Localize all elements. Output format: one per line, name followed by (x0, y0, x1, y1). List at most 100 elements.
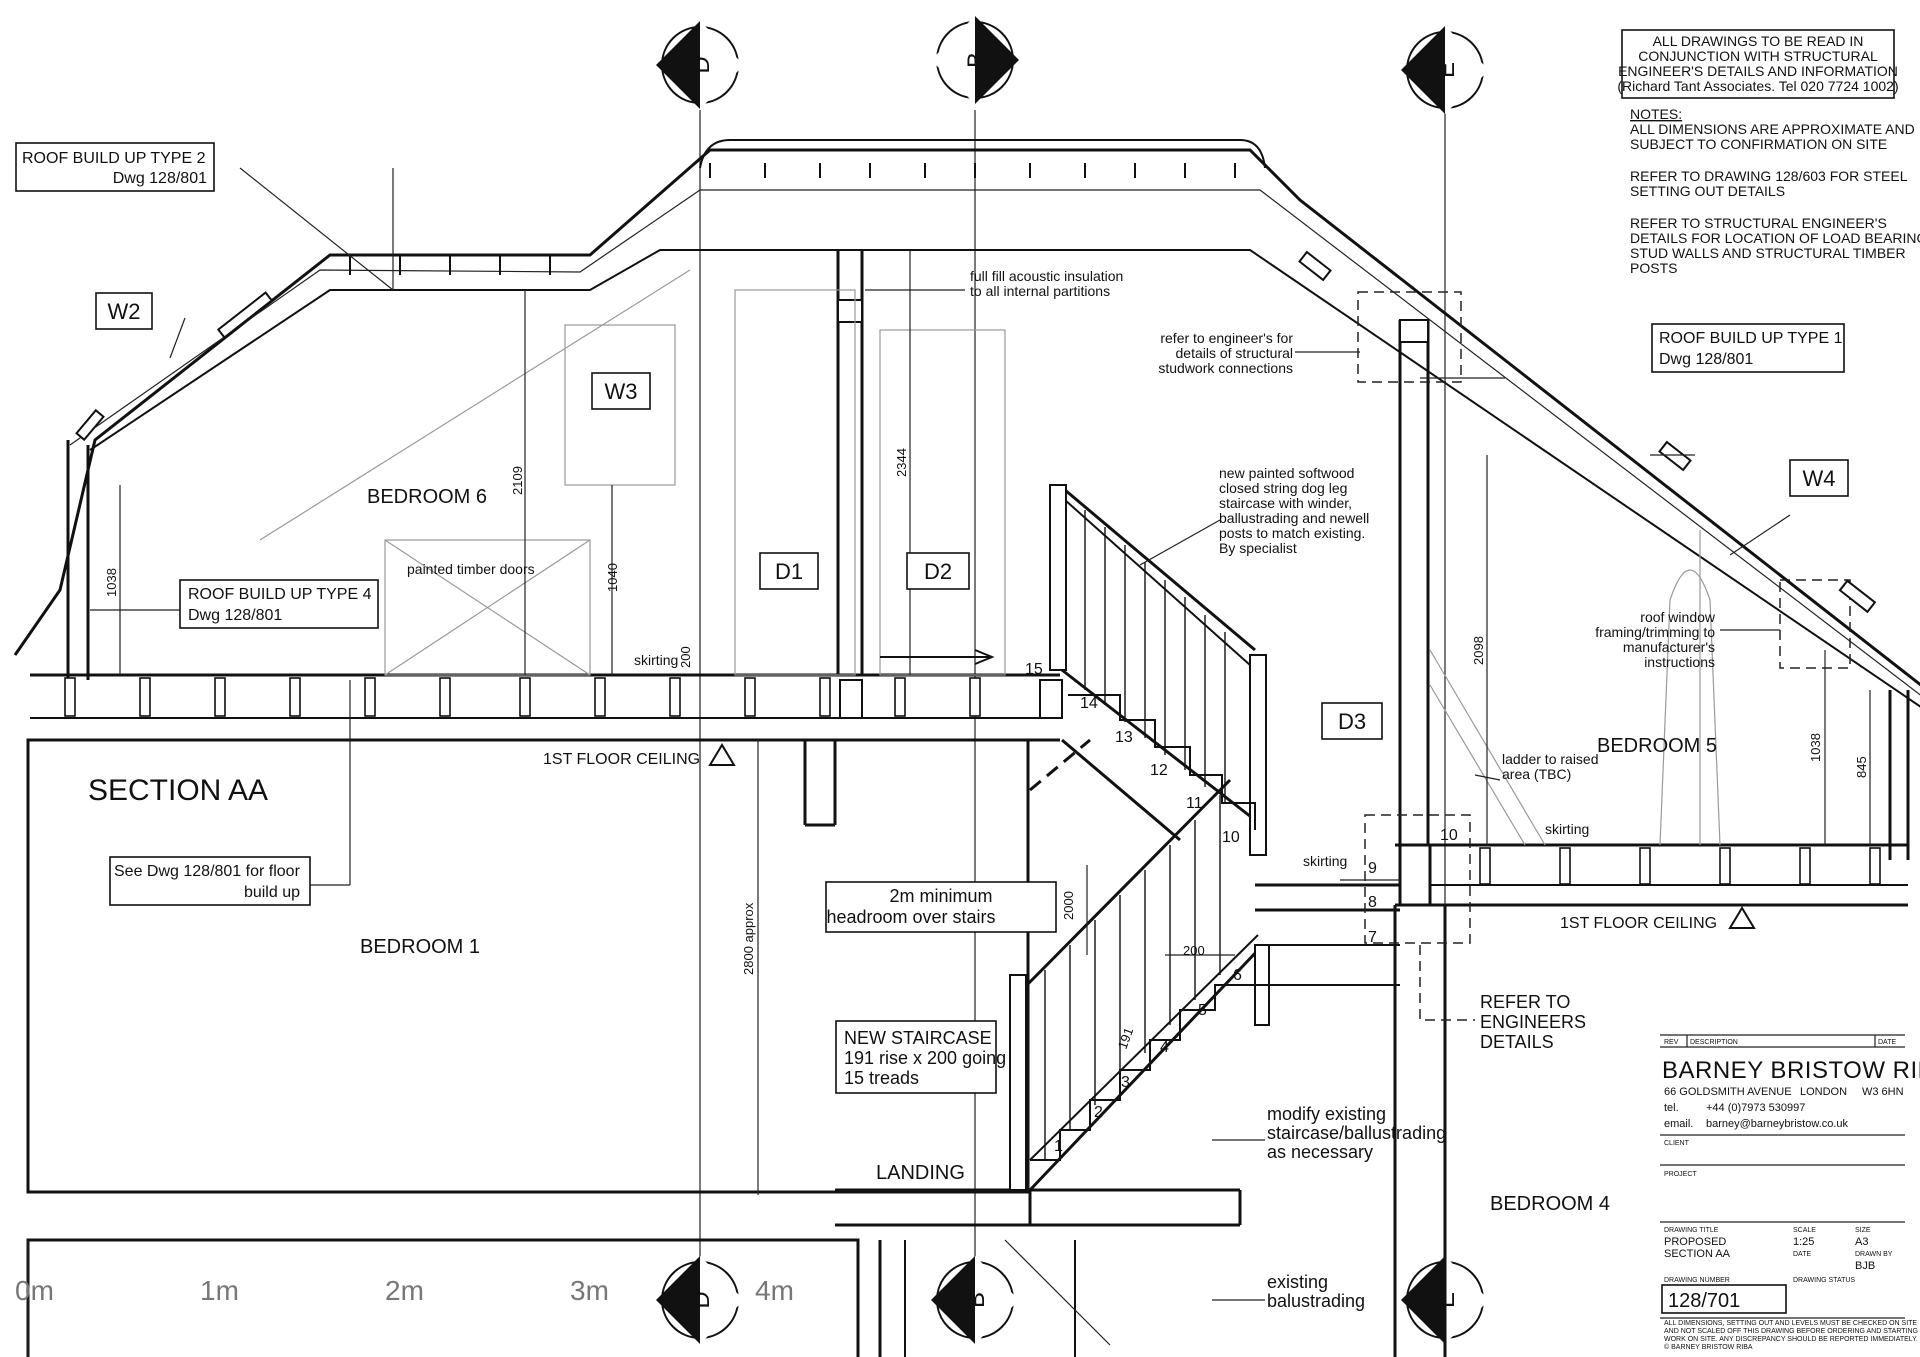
step-number: 3 (1121, 1074, 1130, 1091)
title-block-date-col: DATE (1878, 1039, 1896, 1046)
step-numbers: 15 14 13 12 11 10 10 9 8 7 6 5 4 3 2 1 (1025, 661, 1458, 1155)
note-line: as necessary (1267, 1142, 1373, 1162)
note-line: balustrading (1267, 1291, 1365, 1311)
callout-line: Dwg 128/801 (113, 170, 207, 187)
step-number: 7 (1368, 929, 1377, 946)
scale-value: 1:25 (1793, 1236, 1814, 1248)
dimension-200-skirting: 200 (678, 646, 693, 668)
grid-marker-label: D (688, 1291, 715, 1308)
note-line: manufacturer's (1623, 639, 1715, 655)
note-ladder: ladder to raised area (TBC) (1502, 751, 1599, 782)
drawn-label: DRAWN BY (1855, 1251, 1893, 1258)
note-existing-balustrading: existing balustrading (1267, 1272, 1365, 1311)
drawing-title-label: DRAWING TITLE (1664, 1227, 1719, 1234)
scale-bar: 0m 1m 2m 3m 4m (15, 1240, 794, 1357)
step-number: 5 (1198, 1002, 1207, 1019)
grid-marker-bottom-b: B (931, 1256, 1019, 1344)
drawn-value: BJB (1855, 1260, 1875, 1272)
tag-label: W4 (1803, 466, 1836, 491)
dimension-845: 845 (1854, 756, 1869, 778)
tag-w3: W3 (591, 372, 651, 410)
drawing-status-label: DRAWING STATUS (1793, 1277, 1855, 1284)
staircase (1009, 484, 1400, 1192)
dimension-2344: 2344 (894, 448, 909, 477)
tag-d2: D2 (906, 552, 970, 590)
title-block: REV DESCRIPTION DATE BARNEY BRISTOW RIBA… (1660, 1034, 1920, 1351)
note-studwork: refer to engineer's for details of struc… (1158, 330, 1293, 376)
grid-marker-bottom-d: D (656, 1256, 744, 1344)
callout-floor-buildup: See Dwg 128/801 for floor build up (109, 856, 311, 906)
note-modify: modify existing staircase/ballustrading … (1267, 1104, 1446, 1162)
note-line: instructions (1644, 654, 1715, 670)
grid-marker-top-e: E (1401, 26, 1489, 114)
callout-line: See Dwg 128/801 for floor (114, 863, 301, 880)
notes-line: REFER TO DRAWING 128/603 FOR STEEL (1630, 168, 1908, 184)
title-block-rev: REV (1664, 1039, 1679, 1046)
note-acoustic: full fill acoustic insulation to all int… (970, 268, 1123, 299)
size-value: A3 (1855, 1236, 1868, 1248)
drawing-number-label: DRAWING NUMBER (1664, 1277, 1730, 1284)
step-number: 8 (1368, 894, 1377, 911)
disclaimer-line: AND NOT SCALED OFF THIS DRAWING BEFORE O… (1664, 1328, 1918, 1335)
tag-label: W2 (108, 299, 141, 324)
size-label: SIZE (1855, 1227, 1871, 1234)
tag-w4: W4 (1789, 459, 1849, 497)
note-line: posts to match existing. (1219, 525, 1365, 541)
step-number: 1 (1054, 1138, 1063, 1155)
tel-label: tel. (1664, 1102, 1679, 1114)
dimension-2000: 2000 (1061, 891, 1076, 920)
title-block-description: DESCRIPTION (1690, 1039, 1738, 1046)
level-markers (708, 743, 1756, 929)
note-line: to all internal partitions (970, 283, 1110, 299)
notes-box-line: ENGINEER'S DETAILS AND INFORMATION (1618, 63, 1898, 79)
scale-label: SCALE (1793, 1227, 1816, 1234)
note-line: ladder to raised (1502, 751, 1599, 767)
notes-line: SETTING OUT DETAILS (1630, 183, 1785, 199)
grid-marker-top-b: B (931, 16, 1019, 104)
dimension-texts: 1038 2109 1040 2344 200 2098 1038 845 20… (104, 448, 1869, 1051)
callout-roof-type-2: ROOF BUILD UP TYPE 2 Dwg 128/801 (15, 142, 215, 192)
note-line: framing/trimming to (1595, 624, 1715, 640)
note-line: area (TBC) (1502, 766, 1571, 782)
grid-marker-label: E (1433, 62, 1460, 78)
dimension-lines (119, 250, 1871, 1195)
tag-label: D2 (924, 559, 952, 584)
drawing-number: 128/701 (1668, 1290, 1740, 1312)
note-painted-doors: painted timber doors (407, 561, 535, 577)
callout-line: Dwg 128/801 (1659, 351, 1753, 368)
tag-w2: W2 (95, 292, 153, 330)
grid-marker-label: D (688, 56, 715, 73)
notes-line: STUD WALLS AND STRUCTURAL TIMBER (1630, 245, 1906, 261)
scale-bar-label: 1m (200, 1275, 239, 1306)
client-label: CLIENT (1664, 1140, 1690, 1147)
dimension-1038-right: 1038 (1808, 733, 1823, 762)
background-elevation (259, 269, 1721, 846)
note-line: new painted softwood (1219, 465, 1354, 481)
callout-line: Dwg 128/801 (188, 607, 282, 624)
direction-arrow (880, 649, 995, 665)
grid-marker-bottom-e: E (1401, 1256, 1489, 1344)
project-label: PROJECT (1664, 1171, 1697, 1178)
note-line: staircase with winder, (1219, 495, 1352, 511)
drawing-title-line: PROPOSED (1664, 1236, 1726, 1248)
note-line: roof window (1640, 609, 1716, 625)
step-number: 12 (1150, 762, 1168, 779)
floor-structure (26, 250, 1908, 1357)
step-number: 10 (1222, 829, 1240, 846)
callout-line: NEW STAIRCASE (844, 1028, 992, 1048)
grid-marker-label: B (963, 52, 990, 68)
callout-roof-type-4: ROOF BUILD UP TYPE 4 Dwg 128/801 (179, 579, 379, 629)
dimension-2098: 2098 (1471, 636, 1486, 665)
callout-line: ROOF BUILD UP TYPE 4 (188, 586, 372, 603)
level-label-right: 1ST FLOOR CEILING (1560, 915, 1717, 932)
tel-value: +44 (0)7973 530997 (1706, 1102, 1805, 1114)
dimension-2109: 2109 (510, 466, 525, 495)
dimension-200-tread: 200 (1183, 943, 1205, 958)
note-line: closed string dog leg (1219, 480, 1347, 496)
leader-lines (90, 167, 1791, 1301)
scale-bar-label: 4m (755, 1275, 794, 1306)
callout-line: 2m minimum (889, 886, 992, 906)
notes-line: POSTS (1630, 260, 1677, 276)
room-bedroom6: BEDROOM 6 (367, 486, 487, 508)
general-notes: ALL DRAWINGS TO BE READ IN CONJUNCTION W… (1617, 29, 1920, 276)
